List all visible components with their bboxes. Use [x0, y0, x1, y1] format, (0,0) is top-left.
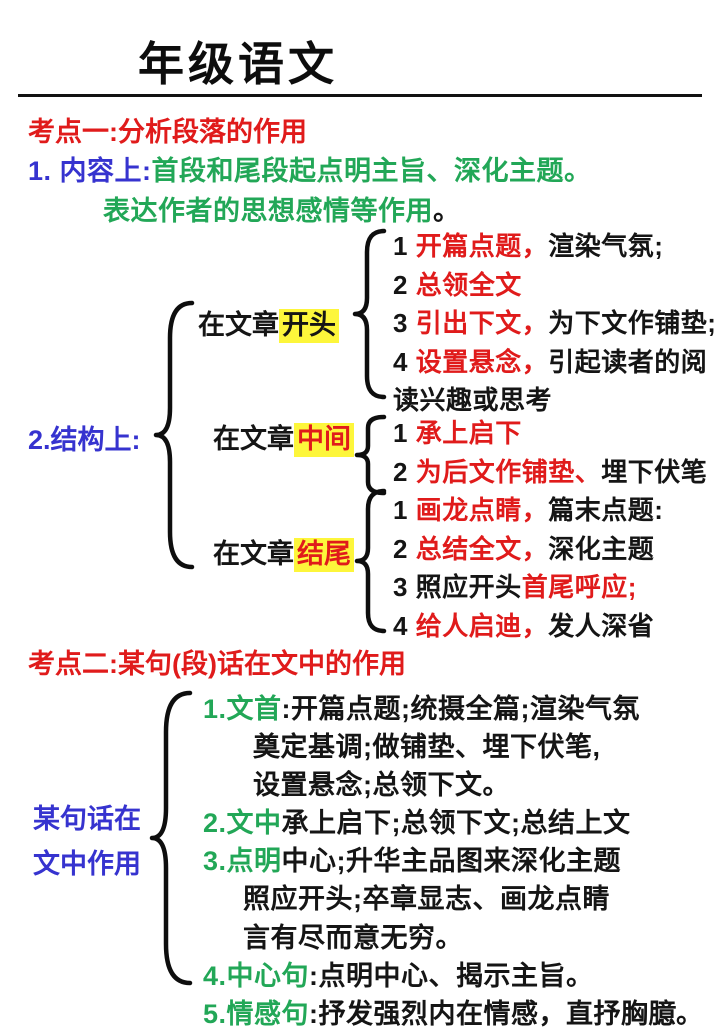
role-keyword: 3.点明: [203, 846, 282, 877]
structure-big-brace: [153, 300, 195, 570]
role-line: 2.文中承上启下;总领下文;总结上文: [203, 801, 704, 839]
role-line: 言有尽而意无穷。: [243, 916, 704, 954]
section1-heading: 考点一:分析段落的作用: [28, 117, 307, 147]
item-line: 1 画龙点睛，篇末点题:: [393, 490, 663, 529]
item-number: 2: [393, 269, 416, 300]
items-middle: 1 承上启下 2 为后文作铺垫、埋下伏笔: [393, 413, 707, 490]
node-ending-prefix: 在文章: [213, 539, 294, 569]
item-key-phrase: 首尾呼应;: [521, 572, 637, 602]
role-text: 承上启下;总领下文;总结上文: [281, 808, 631, 839]
item-rest: 埋下伏笔: [601, 456, 708, 487]
content-text-2: 表达作者的思想感情等作用: [103, 196, 433, 226]
item-number: 4: [393, 610, 416, 641]
role-text: 设置悬念;总领下文。: [253, 770, 510, 801]
node-beginning-keyword: 开头: [279, 309, 339, 343]
sentence-role-items: 1.文首:开篇点题;统摄全篇;渲染气氛 奠定基调;做铺垫、埋下伏笔, 设置悬念;…: [203, 687, 704, 1030]
sentence-role-label-line1: 某句话在: [33, 804, 141, 834]
item-number: 2: [393, 456, 416, 487]
page-title: 年级语文: [138, 37, 338, 91]
item-rest: 为下文作铺垫;: [548, 308, 717, 338]
content-label: 1. 内容上:: [28, 156, 152, 186]
structure-label: 2.结构上:: [28, 425, 141, 455]
item-number: 1: [393, 418, 416, 448]
item-number: 3 照应开头: [393, 572, 522, 602]
item-key-phrase: 设置悬念，: [415, 346, 549, 377]
content-text-1: 首段和尾段起点明主旨、深化主题。: [151, 156, 592, 186]
item-key-phrase: 画龙点睛，: [415, 495, 549, 525]
item-rest: 篇末点题:: [548, 495, 664, 525]
item-number: 1: [393, 231, 416, 261]
node-ending-keyword: 结尾: [294, 538, 354, 572]
item-number: 1: [393, 495, 416, 525]
item-rest: 渲染气氛;: [548, 231, 664, 261]
item-line: 3 照应开头首尾呼应;: [393, 567, 663, 606]
role-keyword: 1.文首: [203, 694, 282, 724]
item-continuation: 读兴趣或思考: [393, 385, 553, 415]
role-keyword: 5.情感句: [203, 998, 310, 1029]
role-text: :点明中心、揭示主旨。: [309, 960, 594, 991]
node-beginning-prefix: 在文章: [198, 310, 279, 340]
role-text: 奠定基调;做铺垫、埋下伏笔,: [253, 732, 601, 763]
content-text-2-period: 。: [433, 196, 461, 226]
item-key-phrase: 引出下文，: [415, 308, 549, 338]
item-key-phrase: 总结全文，: [415, 533, 549, 564]
role-line: 5.情感句:抒发强烈内在情感，直抒胸臆。: [203, 992, 704, 1030]
role-keyword: 4.中心句: [203, 960, 310, 991]
section2-heading: 考点二:某句(段)话在文中的作用: [28, 649, 406, 679]
brace-middle: [354, 414, 387, 496]
item-line: 2 总领全文: [393, 265, 716, 304]
item-key-phrase: 开篇点题，: [415, 231, 549, 261]
item-number: 3: [393, 308, 416, 338]
item-key-phrase: 给人启迪，: [415, 610, 549, 641]
item-number: 4: [393, 346, 416, 377]
sentence-role-label: 某句话在 文中作用: [33, 797, 141, 881]
node-middle-prefix: 在文章: [213, 424, 294, 454]
item-line: 读兴趣或思考: [393, 380, 716, 419]
role-line: 3.点明中心;升华主品图来深化主题: [203, 839, 704, 877]
item-line: 1 开篇点题，渲染气氛;: [393, 226, 716, 265]
items-ending: 1 画龙点睛，篇末点题: 2 总结全文，深化主题 3 照应开头首尾呼应; 4 给…: [393, 490, 663, 644]
item-key-phrase: 承上启下: [415, 418, 522, 448]
item-line: 2 总结全文，深化主题: [393, 529, 663, 568]
item-line: 3 引出下文，为下文作铺垫;: [393, 303, 716, 342]
role-text: 言有尽而意无穷。: [243, 922, 463, 953]
content-line-1: 1. 内容上:首段和尾段起点明主旨、深化主题。: [28, 149, 592, 188]
node-ending: 在文章结尾: [213, 532, 354, 572]
item-line: 4 给人启迪，发人深省: [393, 606, 663, 645]
role-line: 奠定基调;做铺垫、埋下伏笔,: [253, 725, 704, 763]
role-line: 4.中心句:点明中心、揭示主旨。: [203, 954, 704, 992]
item-key-phrase: 为后文作铺垫、: [415, 456, 602, 487]
sentence-role-label-line2: 文中作用: [33, 849, 141, 879]
item-number: 2: [393, 533, 416, 564]
item-rest: 深化主题: [548, 533, 655, 564]
item-line: 1 承上启下: [393, 413, 707, 452]
items-beginning: 1 开篇点题，渲染气氛; 2 总领全文 3 引出下文，为下文作铺垫; 4 设置悬…: [393, 226, 716, 419]
node-middle: 在文章中间: [213, 417, 354, 457]
node-beginning: 在文章开头: [198, 303, 339, 343]
role-text: 中心;升华主品图来深化主题: [281, 846, 622, 877]
sentence-role-big-brace: [149, 690, 193, 986]
item-line: 4 设置悬念，引起读者的阅: [393, 342, 716, 381]
title-divider: [18, 94, 702, 97]
role-text: :抒发强烈内在情感，直抒胸臆。: [309, 998, 704, 1029]
role-line: 照应开头;卒章显志、画龙点睛: [243, 877, 704, 915]
role-line: 设置悬念;总领下文。: [253, 763, 704, 801]
item-key-phrase: 总领全文: [415, 269, 522, 300]
role-line: 1.文首:开篇点题;统摄全篇;渲染气氛: [203, 687, 704, 725]
role-text: :开篇点题;统摄全篇;渲染气氛: [281, 694, 641, 724]
brace-beginning: [352, 228, 387, 400]
content-line-2: 表达作者的思想感情等作用。: [103, 189, 461, 228]
role-keyword: 2.文中: [203, 808, 282, 839]
item-rest: 引起读者的阅: [548, 346, 708, 377]
item-line: 2 为后文作铺垫、埋下伏笔: [393, 452, 707, 491]
node-middle-keyword: 中间: [294, 423, 354, 457]
brace-ending: [354, 488, 387, 634]
role-text: 照应开头;卒章显志、画龙点睛: [243, 884, 610, 915]
item-rest: 发人深省: [548, 610, 655, 641]
